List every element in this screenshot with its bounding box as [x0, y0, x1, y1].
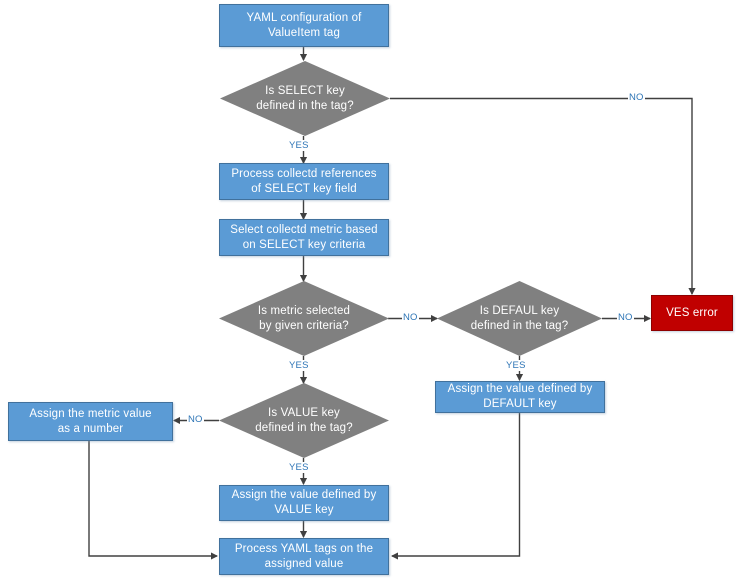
- edge-assign-number-to-process-yaml: [88, 441, 219, 560]
- edge-label-defaul-no: NO: [617, 312, 634, 323]
- edge-label-metric-no: NO: [402, 312, 419, 323]
- edge-select-no-to-error: [390, 97, 696, 296]
- diamond-shape: [437, 281, 602, 356]
- edge-assign-default-to-process-yaml: [390, 413, 521, 560]
- node-ves-error-label: VES error: [666, 306, 718, 319]
- diamond-shape: [219, 281, 389, 356]
- node-ves-error[interactable]: VES error: [651, 295, 733, 331]
- edge-label-metric-yes: YES: [288, 360, 310, 371]
- edge-label-defaul-yes: YES: [505, 360, 527, 371]
- edge-label-select-yes: YES: [288, 140, 310, 151]
- diamond-shape: [220, 61, 390, 136]
- edge-label-value-yes: YES: [288, 462, 310, 473]
- edge-label-value-no: NO: [187, 414, 204, 425]
- edge-label-select-no: NO: [628, 92, 645, 103]
- diamond-shape: [219, 383, 389, 458]
